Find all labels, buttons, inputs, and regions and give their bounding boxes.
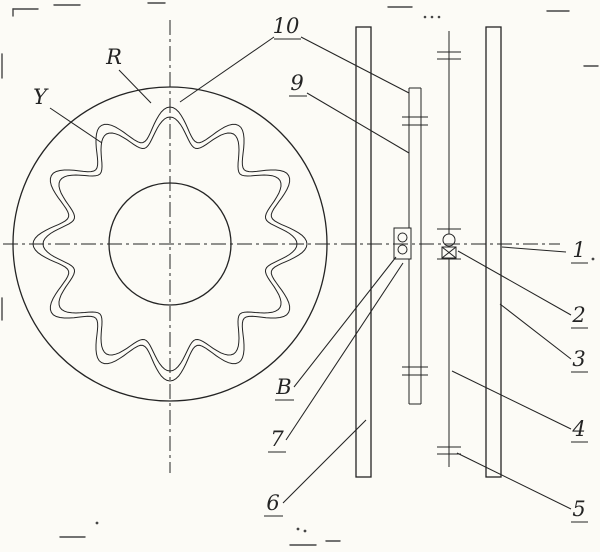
callout-10: 10	[179, 14, 410, 103]
artifact-dot	[591, 257, 595, 261]
section-view-assembly	[355, 26, 502, 478]
callout-10-leader-right	[300, 36, 410, 94]
callout-R-leader	[118, 69, 152, 104]
callout-R: R	[105, 45, 152, 104]
callout-Y-label: Y	[33, 85, 49, 109]
artifact-dot	[430, 15, 434, 19]
callout-9: 9	[289, 71, 410, 154]
callout-6: 6	[264, 419, 367, 517]
front-view-sprocket	[12, 20, 328, 473]
callout-10-label: 10	[273, 14, 300, 38]
artifact-dot	[95, 521, 99, 525]
callout-B-label: B	[275, 375, 291, 399]
callout-B: B	[275, 256, 397, 401]
callout-R-label: R	[105, 45, 122, 69]
artifact-dot	[423, 15, 427, 19]
shaft-end-line	[501, 246, 567, 253]
callout-7-label: 7	[270, 427, 284, 451]
bearing-ball	[442, 233, 456, 247]
callout-6-label: 6	[266, 491, 279, 515]
callout-Y: Y	[33, 85, 103, 144]
left-housing-wall-hatched	[355, 26, 372, 478]
callout-B-leader	[293, 256, 397, 388]
callout-6-leader	[282, 419, 367, 504]
callout-3: 3	[499, 303, 588, 373]
callout-7-leader	[285, 262, 404, 441]
callout-4-leader	[451, 370, 572, 430]
roller-upper	[397, 232, 408, 243]
callout-3-leader	[499, 303, 572, 360]
callout-1-label: 1	[572, 238, 585, 262]
callout-9-leader	[306, 92, 410, 154]
callout-4-label: 4	[571, 417, 585, 441]
callout-5: 5	[456, 452, 588, 523]
right-housing-wall-hatched	[485, 26, 502, 478]
roller-lower	[397, 244, 408, 255]
callout-7: 7	[268, 262, 404, 453]
callout-2-label: 2	[571, 303, 585, 327]
callout-5-leader	[456, 452, 572, 510]
callout-2: 2	[457, 250, 588, 329]
callout-1: 1	[571, 238, 588, 264]
bearing-block-hatch-2	[441, 246, 457, 259]
callout-4: 4	[451, 370, 588, 443]
callouts: Y R 10 9 B 7 6	[33, 14, 588, 523]
callout-10-leader-left	[179, 36, 275, 103]
artifact-dot	[437, 15, 441, 19]
callout-Y-leader	[49, 107, 103, 144]
artifact-dot	[296, 527, 300, 531]
callout-9-label: 9	[290, 71, 303, 95]
callout-5-label: 5	[572, 497, 585, 521]
callout-3-label: 3	[572, 347, 585, 371]
callout-2-leader	[457, 250, 572, 316]
artifact-dot	[303, 529, 307, 533]
